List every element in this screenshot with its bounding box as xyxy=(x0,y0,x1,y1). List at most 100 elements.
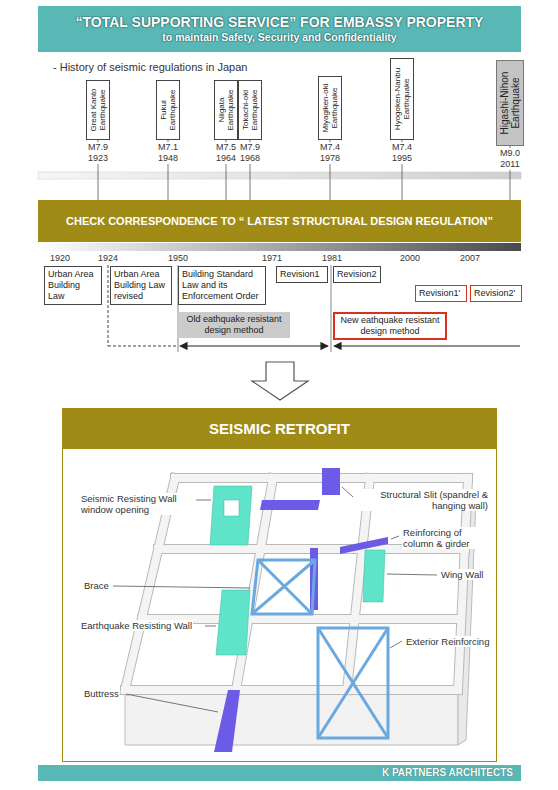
year-label: 1920 xyxy=(49,253,71,264)
node-heading: Old eathquake resistant design method xyxy=(181,314,287,336)
earthquake-box: Niigata Earthquake xyxy=(214,80,238,140)
node-subheading: to maintain Safety, Security and Confide… xyxy=(162,31,396,44)
timeline-bar xyxy=(38,243,521,251)
node-heading: New eathquake resistant design method xyxy=(338,315,442,337)
earthquake-box: Great Kanto Earthquake xyxy=(86,80,110,140)
exterior-frame xyxy=(318,628,388,738)
leader-line xyxy=(391,536,399,539)
magnitude-year: 1968 xyxy=(239,153,261,164)
revision-box: Revision1' xyxy=(415,285,467,302)
buttress xyxy=(214,690,240,752)
node-heading: Niigata Earthquake xyxy=(217,84,235,136)
hollow-arrow xyxy=(252,362,308,400)
method-box: Old eathquake resistant design method xyxy=(178,312,290,338)
range-arrow xyxy=(334,345,520,346)
node-heading: Hyogoken-Nanbu Earthquake xyxy=(393,62,411,136)
earthquake-resisting-wall xyxy=(216,590,250,655)
revision-box: Revision2 xyxy=(333,266,381,283)
node-heading: Higashi-Nihon Earthquake xyxy=(499,64,521,142)
leader-lines xyxy=(113,487,437,712)
earthquake-box: Miyagiken-oki Earthquake xyxy=(318,76,342,140)
exterior-diagonal xyxy=(318,628,388,738)
front-wall-face xyxy=(125,690,458,745)
node-heading: Revision2 xyxy=(337,269,377,280)
exterior-diagonal xyxy=(318,628,388,738)
year-label: 2000 xyxy=(399,253,421,264)
part-label: Reinforcing of column & girder xyxy=(402,527,488,549)
magnitude-year: M7.9 xyxy=(239,142,261,153)
part-label: Earthquake Resisting Wall xyxy=(80,620,193,631)
node-heading: Tokachi-oki Earthquake xyxy=(241,84,259,136)
node-heading: Revision1' xyxy=(419,288,463,299)
magnitude-year: M9.0 xyxy=(499,148,521,159)
brace xyxy=(252,560,315,614)
revision-box: Revision2' xyxy=(470,285,522,302)
seismic-wall xyxy=(210,486,252,545)
part-label: Wing Wall xyxy=(440,569,484,580)
revision-box: Revision1 xyxy=(276,266,328,283)
leader-line xyxy=(126,694,218,712)
part-label: Buttress xyxy=(83,688,120,699)
node-heading: “TOTAL SUPPORTING SERVICE” FOR EMBASSY P… xyxy=(76,14,484,31)
node-heading: Revision2' xyxy=(474,288,518,299)
hanging-wall-slit xyxy=(260,500,320,510)
leader-line xyxy=(387,574,437,575)
year-label: 1981 xyxy=(321,253,343,264)
node-heading: Revision1 xyxy=(280,269,324,280)
magnitude-year: M7.5 xyxy=(215,142,237,153)
leader-line xyxy=(390,641,402,648)
method-box: New eathquake resistant design method xyxy=(333,312,447,340)
node-heading: Urban Area Building Law xyxy=(48,269,98,302)
node-heading: Great Kanto Earthquake xyxy=(89,84,107,136)
earthquake-box: Hyogoken-Nanbu Earthquake xyxy=(390,58,414,140)
retrofit-panel: SEISMIC RETROFIT xyxy=(62,408,497,762)
earthquake-box: Fukui Earthquake xyxy=(156,80,180,140)
magnitude-year: M7.9 xyxy=(87,142,109,153)
magnitude-year: M7.1 xyxy=(157,142,179,153)
part-label: Seismic Resisting Wall window opening xyxy=(80,493,196,515)
law-box: Urban Area Building Law xyxy=(44,266,102,305)
law-box: Building Standard Law and its Enforcemen… xyxy=(178,266,266,305)
magnitude-year: M7.4 xyxy=(319,142,341,153)
node-heading: Building Standard Law and its Enforcemen… xyxy=(182,269,262,302)
title-banner: “TOTAL SUPPORTING SERVICE” FOR EMBASSY P… xyxy=(38,6,521,52)
dashed-line xyxy=(108,346,176,347)
magnitude-year: 2011 xyxy=(499,159,520,170)
earthquake-box: Tokachi-oki Earthquake xyxy=(238,80,262,140)
brace-diagonal xyxy=(252,560,315,614)
structural-slit xyxy=(322,468,340,495)
period-line xyxy=(331,265,332,352)
magnitude-year: 1978 xyxy=(319,153,341,164)
check-band: CHECK CORRESPONDENCE TO “ LATEST STRUCTU… xyxy=(38,200,521,242)
range-arrow xyxy=(180,345,328,346)
node-heading: Urban Area Building Law revised xyxy=(114,269,168,302)
section-heading: - History of seismic regulations in Japa… xyxy=(52,61,248,74)
brace-frame xyxy=(252,560,315,614)
year-label: 1924 xyxy=(97,253,119,264)
year-label: 1950 xyxy=(167,253,189,264)
window-opening xyxy=(224,500,239,516)
law-box: Urban Area Building Law revised xyxy=(110,266,172,305)
timeline-bars xyxy=(38,172,521,251)
wing-wall xyxy=(363,550,385,602)
period-lines xyxy=(108,265,520,352)
magnitude-year: M7.4 xyxy=(391,142,413,153)
year-label: 2007 xyxy=(459,253,481,264)
node-heading: SEISMIC RETROFIT xyxy=(63,409,496,449)
node-heading: CHECK CORRESPONDENCE TO “ LATEST STRUCTU… xyxy=(66,215,493,227)
part-label: Brace xyxy=(83,580,110,591)
leader-line xyxy=(196,500,211,501)
leader-line xyxy=(113,586,250,588)
magnitude-year: 1923 xyxy=(87,153,109,164)
exterior-reinforcing xyxy=(318,628,388,738)
magnitude-year: 1964 xyxy=(215,153,237,164)
node-heading: Fukui Earthquake xyxy=(159,84,177,136)
node-heading: K PARTNERS ARCHITECTS xyxy=(38,765,513,781)
magnitude-year: 1995 xyxy=(391,153,413,164)
footer-bar: K PARTNERS ARCHITECTS xyxy=(38,765,521,781)
magnitude-year: 1948 xyxy=(157,153,179,164)
